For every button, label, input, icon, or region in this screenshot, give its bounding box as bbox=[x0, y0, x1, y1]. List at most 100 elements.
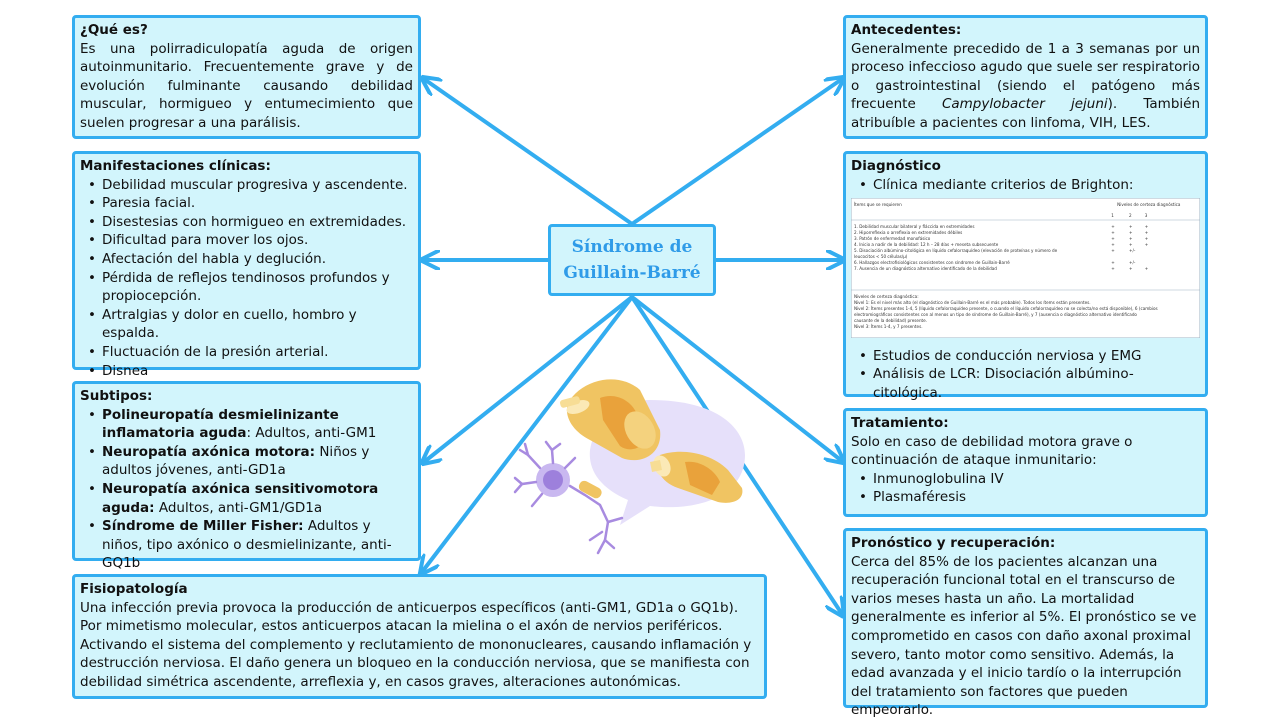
table-level: 1 bbox=[1111, 213, 1114, 218]
table-mark: + bbox=[1145, 266, 1149, 271]
subtype-name: Neuropatía axónica motora: bbox=[102, 443, 316, 460]
table-note: electromiográficos consistentes con al m… bbox=[854, 312, 1137, 317]
myelin-segment-right-icon bbox=[650, 451, 743, 503]
list-item: Análisis de LCR: Disociación albúmino-ci… bbox=[859, 365, 1200, 402]
table-notes-title: Niveles de certeza diagnóstica: bbox=[854, 294, 919, 299]
manifestaciones-title: Manifestaciones clínicas: bbox=[80, 158, 271, 174]
subtipos-box: Subtipos: Polineuropatía desmielinizante… bbox=[72, 381, 421, 571]
table-row-text: 6. Hallazgos electrofisiológicos consist… bbox=[854, 260, 1010, 265]
list-item: Dificultad para mover los ojos. bbox=[88, 231, 413, 250]
table-row-text: 3. Patrón de enfermedad monofásico bbox=[854, 236, 931, 241]
list-item: Clínica mediante criterios de Brighton: bbox=[859, 176, 1200, 195]
tratamiento-box: Tratamiento: Solo en caso de debilidad m… bbox=[843, 408, 1208, 517]
table-mark: + bbox=[1129, 266, 1133, 271]
table-note: causante de la debilidad) presente. bbox=[854, 318, 927, 323]
table-header-items: Ítems que se requieren bbox=[854, 202, 902, 207]
list-item: Paresia facial. bbox=[88, 194, 413, 213]
que-es-title: ¿Qué es? bbox=[80, 22, 148, 38]
list-item: Disestesias con hormigueo en extremidade… bbox=[88, 213, 413, 232]
diagnostico-title: Diagnóstico bbox=[851, 158, 941, 174]
tratamiento-title: Tratamiento: bbox=[851, 415, 949, 431]
table-mark: + bbox=[1111, 230, 1115, 235]
pathogen-name: Campylobacter jejuni bbox=[941, 96, 1108, 113]
list-item: Debilidad muscular progresiva y ascenden… bbox=[88, 176, 413, 195]
table-row-text: leucocitos < 50 células/μ) bbox=[854, 254, 908, 259]
list-item: Síndrome de Miller Fisher: Adultos y niñ… bbox=[88, 517, 413, 573]
subtipos-title: Subtipos: bbox=[80, 388, 153, 404]
table-mark: + bbox=[1111, 260, 1115, 265]
table-note: Nivel 2: Ítems presentes 1-4, 5 (líquido… bbox=[854, 306, 1158, 311]
list-item: Artralgias y dolor en cuello, hombro y e… bbox=[88, 306, 413, 343]
tratamiento-text: Solo en caso de debilidad motora grave o… bbox=[851, 433, 1133, 469]
arrow-to-fisiopatologia bbox=[422, 295, 634, 572]
fisiopatologia-title: Fisiopatología bbox=[80, 581, 188, 597]
list-item: Inmunoglobulina IV bbox=[859, 470, 1200, 489]
manifestaciones-box: Manifestaciones clínicas: Debilidad musc… bbox=[72, 151, 421, 380]
table-mark: + bbox=[1129, 242, 1133, 247]
subtype-detail: Adultos y niños, tipo axónico o desmieli… bbox=[102, 518, 392, 572]
arrow-to-subtipos bbox=[424, 295, 634, 462]
que-es-box: ¿Qué es? Es una polirradiculopatía aguda… bbox=[72, 15, 421, 139]
table-mark: + bbox=[1111, 236, 1115, 241]
table-row-text: 5. Disociación albúmino-citológica en lí… bbox=[854, 248, 1058, 253]
table-mark: + bbox=[1145, 224, 1149, 229]
table-row-text: 7. Ausencia de un diagnóstico alternativ… bbox=[854, 266, 997, 271]
table-row-text: 2. Hiporreflexia o arreflexia en extremi… bbox=[854, 230, 962, 235]
arrow-to-que-es bbox=[424, 79, 634, 226]
table-mark: +/- bbox=[1129, 260, 1136, 265]
arrow-to-antecedentes bbox=[630, 79, 842, 226]
pronostico-title: Pronóstico y recuperación: bbox=[851, 535, 1056, 551]
list-item: Polineuropatía desmielinizante inflamato… bbox=[88, 406, 413, 443]
list-item: Fluctuación de la presión arterial. bbox=[88, 343, 413, 362]
subtype-detail: : Adultos, anti-GM1 bbox=[246, 425, 377, 442]
table-mark: +/- bbox=[1129, 248, 1136, 253]
pronostico-text: Cerca del 85% de los pacientes alcanzan … bbox=[851, 553, 1197, 719]
table-row-text: 1. Debilidad muscular bilateral y flácci… bbox=[854, 224, 975, 229]
table-mark: + bbox=[1145, 230, 1149, 235]
table-mark: + bbox=[1111, 224, 1115, 229]
diagnostico-list-2: Estudios de conducción nerviosa y EMG An… bbox=[851, 347, 1200, 403]
table-mark: + bbox=[1145, 236, 1149, 241]
list-item: Estudios de conducción nerviosa y EMG bbox=[859, 347, 1200, 366]
list-item: Neuropatía axónica motora: Niños y adult… bbox=[88, 443, 413, 480]
central-title-line2: Guillain-Barré bbox=[563, 263, 701, 283]
arrow-to-tratamiento bbox=[630, 295, 842, 461]
subtype-detail: Adultos, anti-GM1/GD1a bbox=[154, 499, 323, 516]
central-title-line1: Síndrome de bbox=[571, 237, 693, 257]
table-note: Nivel 1: Es el nivel más alto (el diagnó… bbox=[854, 300, 1091, 305]
subtype-detail: Niños y adultos jóvenes, anti-GD1a bbox=[102, 443, 370, 479]
subtipos-list: Polineuropatía desmielinizante inflamato… bbox=[80, 406, 413, 573]
table-mark: + bbox=[1129, 224, 1133, 229]
diagnostico-list-1: Clínica mediante criterios de Brighton: bbox=[851, 176, 1200, 195]
antecedentes-text-part2: ). También atribuíble a pacientes con li… bbox=[851, 96, 1201, 131]
antecedentes-text: Generalmente precedido de 1 a 3 semanas … bbox=[851, 40, 1200, 133]
brighton-criteria-table: Ítems que se requieren Niveles de certez… bbox=[850, 197, 1201, 339]
fisiopatologia-box: Fisiopatología Una infección previa prov… bbox=[72, 574, 767, 699]
table-mark: + bbox=[1145, 242, 1149, 247]
manifestaciones-list: Debilidad muscular progresiva y ascenden… bbox=[80, 176, 413, 381]
antecedentes-box: Antecedentes: Generalmente precedido de … bbox=[843, 15, 1208, 139]
table-mark: + bbox=[1111, 266, 1115, 271]
diagnostico-box: Diagnóstico Clínica mediante criterios d… bbox=[843, 151, 1208, 401]
table-level: 2 bbox=[1129, 213, 1132, 218]
table-note: Nivel 3: Ítems 1-4, y 7 presentes. bbox=[854, 324, 923, 329]
fisiopatologia-text: Una infección previa provoca la producci… bbox=[80, 599, 752, 690]
table-row-text: 4. Inicio a nadir de la debilidad: 12 h … bbox=[854, 242, 999, 247]
que-es-text: Es una polirradiculopatía aguda de orige… bbox=[80, 40, 413, 131]
table-mark: + bbox=[1111, 242, 1115, 247]
table-header-levels: Niveles de certeza diagnóstica bbox=[1117, 202, 1181, 207]
table-mark: + bbox=[1111, 248, 1115, 253]
subtype-name: Síndrome de Miller Fisher: bbox=[102, 518, 304, 535]
list-item: Plasmaféresis bbox=[859, 488, 1200, 507]
subtype-name: Neuropatía axónica sensitivomotora aguda… bbox=[102, 480, 379, 516]
list-item: Neuropatía axónica sensitivomotora aguda… bbox=[88, 480, 413, 517]
nerve-illustration bbox=[513, 379, 745, 555]
list-item: Pérdida de reflejos tendinosos profundos… bbox=[88, 269, 413, 306]
antecedentes-title: Antecedentes: bbox=[851, 22, 962, 38]
pronostico-box: Pronóstico y recuperación: Cerca del 85%… bbox=[843, 528, 1208, 718]
list-item: Disnea bbox=[88, 362, 413, 381]
central-title: Síndrome de Guillain-Barré bbox=[548, 224, 716, 296]
myelin-segment-left-icon bbox=[559, 379, 661, 461]
neuron-icon bbox=[513, 440, 624, 555]
subtype-name: Polineuropatía desmielinizante inflamato… bbox=[102, 406, 339, 442]
